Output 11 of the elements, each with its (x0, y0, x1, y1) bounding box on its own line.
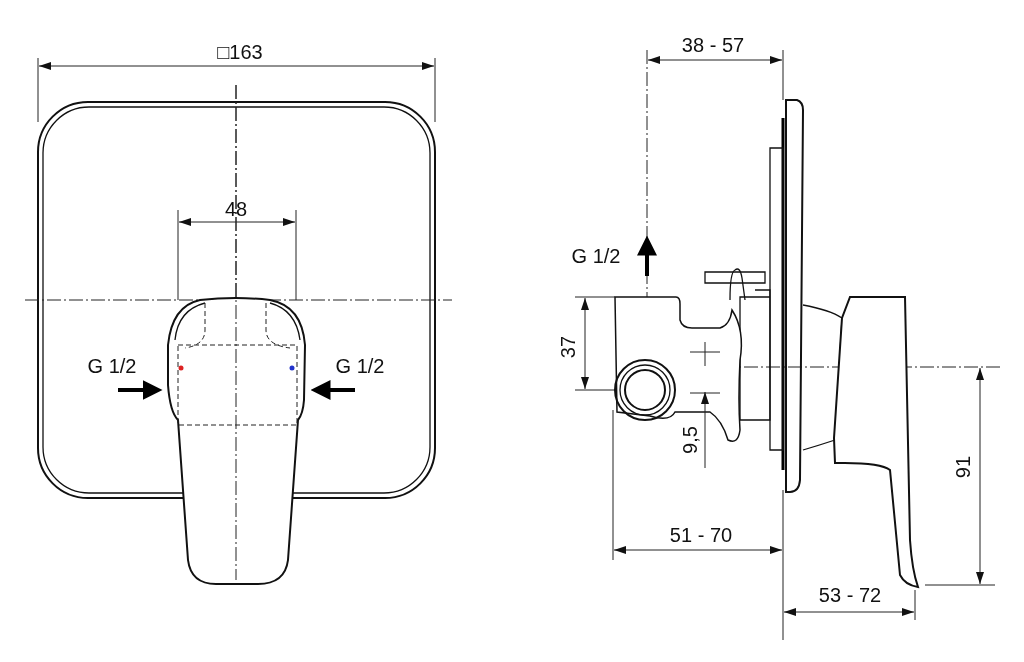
dimension-label: □163 (217, 42, 263, 62)
dimension-label: G 1/2 (87, 356, 137, 376)
dimension-label: 48 (224, 199, 248, 219)
dimension-label: G 1/2 (571, 246, 621, 266)
dimension-label: 38 - 57 (681, 35, 745, 55)
dimension-label: 53 - 72 (818, 585, 882, 605)
dimension-label: 9,5 (680, 426, 700, 454)
dimension-label: 51 - 70 (669, 525, 733, 545)
dimension-label: G 1/2 (335, 356, 385, 376)
dimension-label: 91 (953, 455, 973, 479)
dimension-label: 37 (558, 335, 578, 359)
